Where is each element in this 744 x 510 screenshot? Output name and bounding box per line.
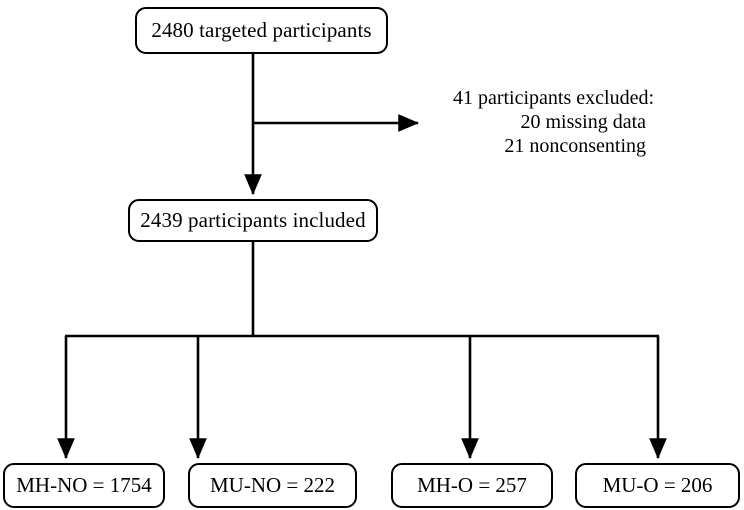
node-included-participants: 2439 participants included [128,199,378,242]
node-group-mh-no: MH-NO = 1754 [3,463,165,508]
node-group-mu-o: MU-O = 206 [575,463,740,508]
node-group-mu-no: MU-NO = 222 [188,463,357,508]
node-included-participants-label: 2439 participants included [140,208,366,232]
exclusion-note-line-missing-data: 20 missing data [520,111,646,133]
exclusion-note-line-total: 41 participants excluded: [452,87,654,109]
node-group-mu-o-label: MU-O = 206 [602,473,713,497]
node-group-mh-o-label: MH-O = 257 [417,473,527,497]
exclusion-note-line-nonconsenting: 21 nonconsenting [504,135,646,157]
node-group-mh-o: MH-O = 257 [391,463,553,508]
node-targeted-participants: 2480 targeted participants [135,7,388,54]
node-group-mh-no-label: MH-NO = 1754 [16,473,152,497]
exclusion-note: 41 participants excluded: 20 missing dat… [410,86,654,158]
node-group-mu-no-label: MU-NO = 222 [209,473,335,497]
node-targeted-participants-label: 2480 targeted participants [151,18,372,42]
